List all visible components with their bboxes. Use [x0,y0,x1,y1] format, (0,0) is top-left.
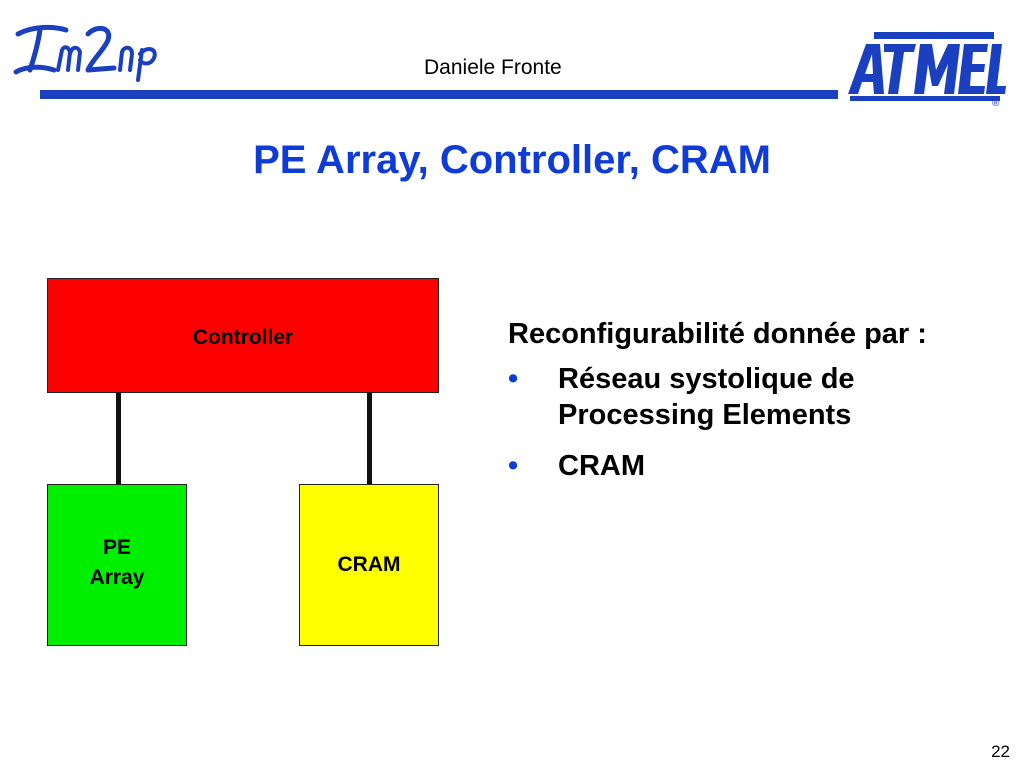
bullet-icon: • [508,449,519,482]
controller-box: Controller [47,278,439,393]
registered-mark: ® [992,98,1000,106]
intro-text: Reconfigurabilité donnée par : [508,318,927,350]
bullet-icon: • [508,363,519,395]
author-name: Daniele Fronte [424,56,562,79]
content-panel: Reconfigurabilité donnée par : • Réseau … [508,318,1018,498]
cram-box: CRAM [299,484,439,646]
connector-controller-pe [116,393,121,484]
bullet-item: • Réseau systolique de Processing Elemen… [508,361,1018,434]
connector-controller-cram [367,393,372,484]
controller-label: Controller [192,326,294,349]
bullet-text: CRAM [558,449,645,482]
bullet-list: • Réseau systolique de Processing Elemen… [508,361,1018,484]
im2np-logo [13,24,157,82]
atmel-logo: ® [848,32,1006,106]
page-number: 22 [991,742,1010,761]
slide-title: PE Array, Controller, CRAM [253,138,771,182]
pe-array-label-line1: PE [102,536,131,559]
cram-label: CRAM [337,552,401,576]
bullet-item: • CRAM [508,448,1018,484]
pe-array-box: PE Array [47,484,187,646]
pe-array-label-line2: Array [89,566,145,590]
bullet-text: Réseau systolique de Processing Elements [558,363,855,432]
header-divider [40,90,838,99]
